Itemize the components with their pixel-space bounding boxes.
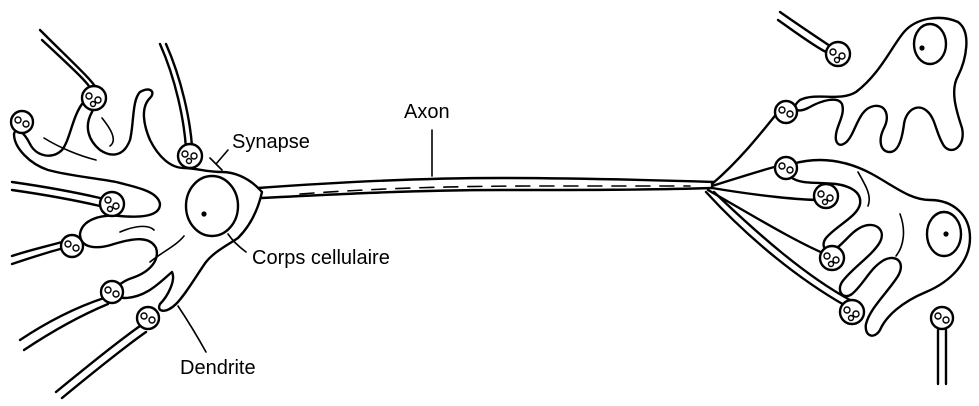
synaptic-bouton bbox=[82, 86, 106, 110]
incoming-fiber bbox=[24, 304, 108, 350]
axon-terminal-branches bbox=[706, 112, 850, 306]
axon-label: Axon bbox=[404, 101, 450, 123]
dendrite-leader bbox=[178, 306, 206, 352]
incoming-fiber bbox=[12, 190, 100, 206]
incoming-fiber bbox=[780, 12, 830, 46]
incoming-fiber bbox=[20, 298, 104, 340]
target-neuron-upper-nucleus bbox=[914, 24, 946, 64]
synaptic-bouton bbox=[931, 307, 953, 329]
synapse-label: Synapse bbox=[232, 131, 310, 153]
synapse-leader bbox=[210, 150, 228, 170]
incoming-fiber bbox=[42, 40, 92, 92]
cell-body-label: Corps cellulaire bbox=[252, 247, 390, 269]
synaptic-bouton bbox=[137, 307, 159, 329]
left-soma-nucleus bbox=[186, 176, 238, 236]
synaptic-bouton bbox=[61, 235, 83, 257]
synaptic-bouton bbox=[11, 111, 33, 133]
incoming-fiber bbox=[12, 242, 62, 256]
incoming-fiber bbox=[62, 332, 146, 398]
left-neuron bbox=[14, 90, 262, 311]
axon-lower-edge bbox=[262, 188, 712, 198]
synaptic-bouton bbox=[775, 157, 797, 179]
target-neuron-upper-nucleolus bbox=[919, 45, 924, 50]
synaptic-bouton bbox=[820, 246, 844, 270]
incoming-fiber bbox=[778, 20, 826, 52]
synaptic-bouton bbox=[840, 300, 864, 324]
synaptic-bouton bbox=[814, 184, 838, 208]
terminal-branch bbox=[712, 112, 778, 184]
left-nucleolus bbox=[201, 211, 206, 216]
synaptic-bouton bbox=[100, 192, 124, 216]
synaptic-bouton bbox=[178, 144, 202, 168]
synaptic-bouton bbox=[101, 281, 123, 303]
dendrite-label: Dendrite bbox=[180, 357, 256, 379]
synaptic-bouton bbox=[775, 101, 797, 123]
terminal-branch bbox=[712, 188, 822, 200]
incoming-fiber bbox=[12, 182, 100, 198]
axon bbox=[258, 178, 714, 198]
incoming-fiber bbox=[166, 44, 192, 146]
incoming-fiber bbox=[40, 30, 96, 88]
incoming-fiber bbox=[56, 326, 140, 392]
synaptic-bouton bbox=[826, 42, 850, 66]
target-neuron-lower-nucleolus bbox=[943, 231, 948, 236]
target-neuron-upper bbox=[795, 18, 966, 152]
incoming-fiber bbox=[12, 248, 64, 264]
